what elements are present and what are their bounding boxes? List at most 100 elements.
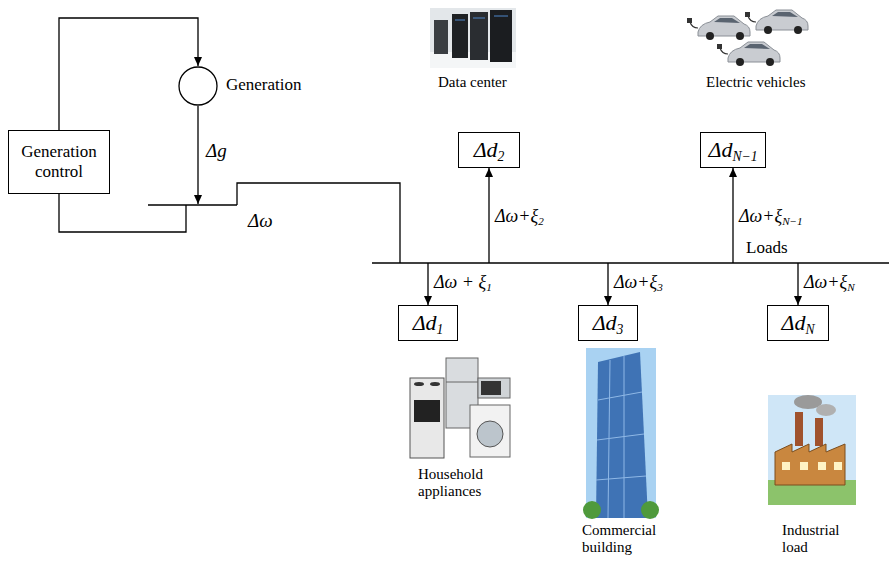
- electric-vehicles-picture: [706, 32, 714, 40]
- electric-vehicles-picture: [687, 18, 692, 23]
- industrial-load-picture: [768, 395, 856, 505]
- electric-vehicles-picture: [736, 32, 744, 40]
- generation-circle: Generation: [178, 66, 218, 106]
- data-center-picture: [473, 18, 485, 19]
- subscript: N: [805, 322, 814, 337]
- household-appliances-picture: [430, 382, 440, 386]
- commercial-building-picture: [641, 501, 659, 519]
- picture-caption: Electric vehicles: [706, 74, 806, 90]
- signal-label: Δg: [206, 140, 227, 161]
- load-arrow: [427, 263, 428, 305]
- household-appliances-picture: [410, 378, 444, 458]
- subscript: N−1: [782, 215, 803, 227]
- load-arrow: [488, 168, 489, 263]
- picture-caption: Electric vehicles: [706, 74, 806, 91]
- bus-label: Loads: [746, 238, 788, 257]
- subscript: 3: [617, 322, 624, 337]
- signal-label: Δω+ξ2: [495, 206, 544, 227]
- load-box: ΔdN: [767, 305, 829, 341]
- household-appliances-picture: [446, 382, 478, 383]
- generation-arrow: [197, 106, 198, 204]
- industrial-load-picture: [818, 462, 826, 470]
- load-arrow: [797, 263, 798, 305]
- industrial-load-picture: [782, 462, 790, 470]
- signal-label: Δω+ξ3: [614, 272, 663, 292]
- box-text: Δd3: [593, 310, 624, 335]
- household-appliances-picture: [481, 381, 501, 395]
- picture-caption: Industrial load: [782, 522, 862, 557]
- electric-vehicles-picture: [687, 10, 808, 66]
- electric-vehicles-picture: [745, 10, 808, 34]
- household-appliances-picture: [478, 378, 510, 398]
- subscript: 3: [657, 281, 663, 293]
- commercial-building-picture: [586, 348, 656, 518]
- industrial-load-picture: [800, 462, 808, 470]
- data-center-picture: [430, 8, 516, 68]
- picture-caption: Household appliances: [418, 466, 508, 501]
- household-appliances-picture: [414, 382, 424, 386]
- subscript: 1: [437, 322, 444, 337]
- signal-label: Δω: [248, 210, 273, 231]
- box-text: Δd2: [474, 137, 505, 162]
- load-bus: [372, 262, 889, 264]
- signal-label: Δω+ξ3: [614, 272, 663, 293]
- data-center-picture: [430, 8, 516, 68]
- industrial-load-picture: [775, 444, 845, 485]
- signal-label: Δω + ξ1: [434, 272, 492, 293]
- signal-label: Δg: [206, 140, 227, 162]
- signal-label: Δω+ξN: [804, 272, 855, 292]
- electric-vehicles-picture: [745, 12, 750, 17]
- subscript: 1: [486, 281, 492, 293]
- load-box: Δd1: [398, 305, 458, 341]
- bus-label: Loads: [746, 238, 788, 258]
- signal-label: Δω+ξN−1: [739, 206, 803, 226]
- data-center-picture: [455, 20, 465, 21]
- signal-label: Δω+ξ2: [495, 206, 544, 226]
- signal-label: Δω+ξN−1: [739, 206, 803, 227]
- subscript: N: [847, 281, 854, 293]
- household-appliances-picture: [477, 421, 503, 447]
- circle-outline: [178, 66, 218, 106]
- data-center-picture: [452, 14, 468, 58]
- industrial-load-picture: [795, 412, 803, 446]
- box-text: ΔdN−1: [708, 137, 757, 162]
- picture-caption: Commercial building: [582, 522, 656, 555]
- electric-vehicles-picture: [764, 26, 772, 34]
- picture-caption: Industrial load: [782, 522, 840, 555]
- signal-label: Δω + ξ1: [434, 272, 492, 292]
- electric-vehicles-picture: [717, 44, 722, 49]
- subscript: 2: [538, 215, 544, 227]
- commercial-building-picture: [597, 434, 644, 440]
- household-appliances-picture: [414, 400, 440, 422]
- data-center-picture: [434, 20, 448, 54]
- data-center-picture: [470, 12, 488, 60]
- box-text: Δd1: [413, 310, 444, 335]
- electric-vehicles-picture: [772, 12, 798, 17]
- load-arrow: [607, 263, 608, 305]
- electric-vehicles-picture: [717, 42, 780, 66]
- industrial-load-picture: [834, 462, 842, 470]
- load-arrow: [732, 168, 733, 263]
- generation-bus: [148, 204, 237, 206]
- industrial-load-picture: [815, 418, 823, 446]
- household-appliances-picture: [470, 405, 510, 457]
- tie-line: [237, 183, 400, 263]
- household-appliances-picture: [410, 358, 510, 458]
- picture-caption: Data center: [438, 74, 507, 90]
- signal-label: Δω: [248, 210, 273, 232]
- electric-vehicles-picture: [714, 18, 740, 23]
- industrial-load-picture: [768, 395, 856, 505]
- commercial-building-picture: [583, 501, 601, 519]
- picture-caption: Commercial building: [582, 522, 672, 557]
- electric-vehicles-picture: [736, 58, 744, 66]
- node-label: Generation: [226, 75, 302, 95]
- subscript: 2: [498, 149, 505, 164]
- electric-vehicles-picture: [794, 26, 802, 34]
- circle-outline: [179, 67, 217, 105]
- commercial-building-picture: [583, 348, 659, 519]
- commercial-building-picture: [596, 476, 646, 480]
- wires: [59, 106, 889, 305]
- electric-vehicles-picture: [766, 58, 774, 66]
- box-text: ΔdN: [781, 310, 814, 335]
